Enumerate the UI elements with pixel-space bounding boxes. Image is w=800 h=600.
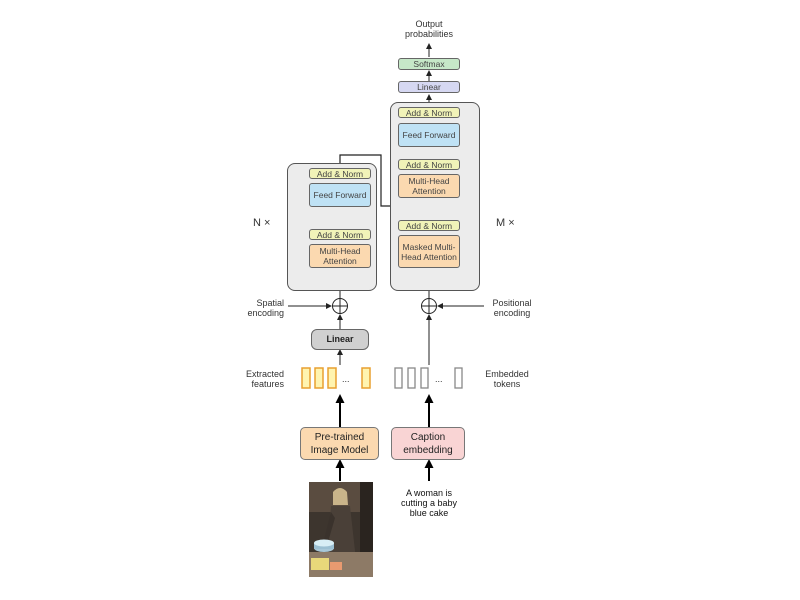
encoder-linear-block: Linear xyxy=(311,329,369,350)
token-vector xyxy=(420,367,429,389)
decoder-repeat-label: M × xyxy=(496,217,515,229)
feature-vector xyxy=(327,367,337,389)
encoder-repeat-label: N × xyxy=(253,217,271,229)
token-vector xyxy=(454,367,463,389)
caption-embedding-block: Caption embedding xyxy=(391,427,465,460)
encoder-multi-head-attention: Multi-Head Attention xyxy=(309,244,371,268)
encoder-add-norm-top: Add & Norm xyxy=(309,168,371,179)
decoder-masked-multi-head-attention: Masked Multi-Head Attention xyxy=(398,235,460,268)
softmax-block: Softmax xyxy=(398,58,460,70)
decoder-add-norm-low: Add & Norm xyxy=(398,220,460,231)
decoder-add-norm-mid: Add & Norm xyxy=(398,159,460,170)
decoder-feed-forward: Feed Forward xyxy=(398,123,460,147)
token-vector xyxy=(394,367,403,389)
positional-encoding-label: Positional encoding xyxy=(492,298,532,318)
output-probabilities-label: Output probabilities xyxy=(404,19,454,39)
pretrained-image-model-block: Pre-trained Image Model xyxy=(300,427,379,460)
decoder-multi-head-attention: Multi-Head Attention xyxy=(398,174,460,198)
token-vector xyxy=(407,367,416,389)
enc-add-cross xyxy=(333,299,347,313)
feature-vector xyxy=(361,367,371,389)
decoder-add-norm-top: Add & Norm xyxy=(398,107,460,118)
decoder-linear-block: Linear xyxy=(398,81,460,93)
tokens-ellipsis: ... xyxy=(435,374,443,384)
input-photo xyxy=(309,482,373,577)
encoder-add-norm-low: Add & Norm xyxy=(309,229,371,240)
dec-add-cross xyxy=(422,299,436,313)
extracted-features-label: Extracted features xyxy=(245,369,284,389)
features-ellipsis: ... xyxy=(342,374,350,384)
caption-text: A woman is cutting a baby blue cake xyxy=(400,488,458,518)
feature-vector xyxy=(314,367,324,389)
spatial-encoding-label: Spatial encoding xyxy=(247,298,284,318)
embedded-tokens-label: Embedded tokens xyxy=(485,369,529,389)
encoder-feed-forward: Feed Forward xyxy=(309,183,371,207)
feature-vector xyxy=(301,367,311,389)
